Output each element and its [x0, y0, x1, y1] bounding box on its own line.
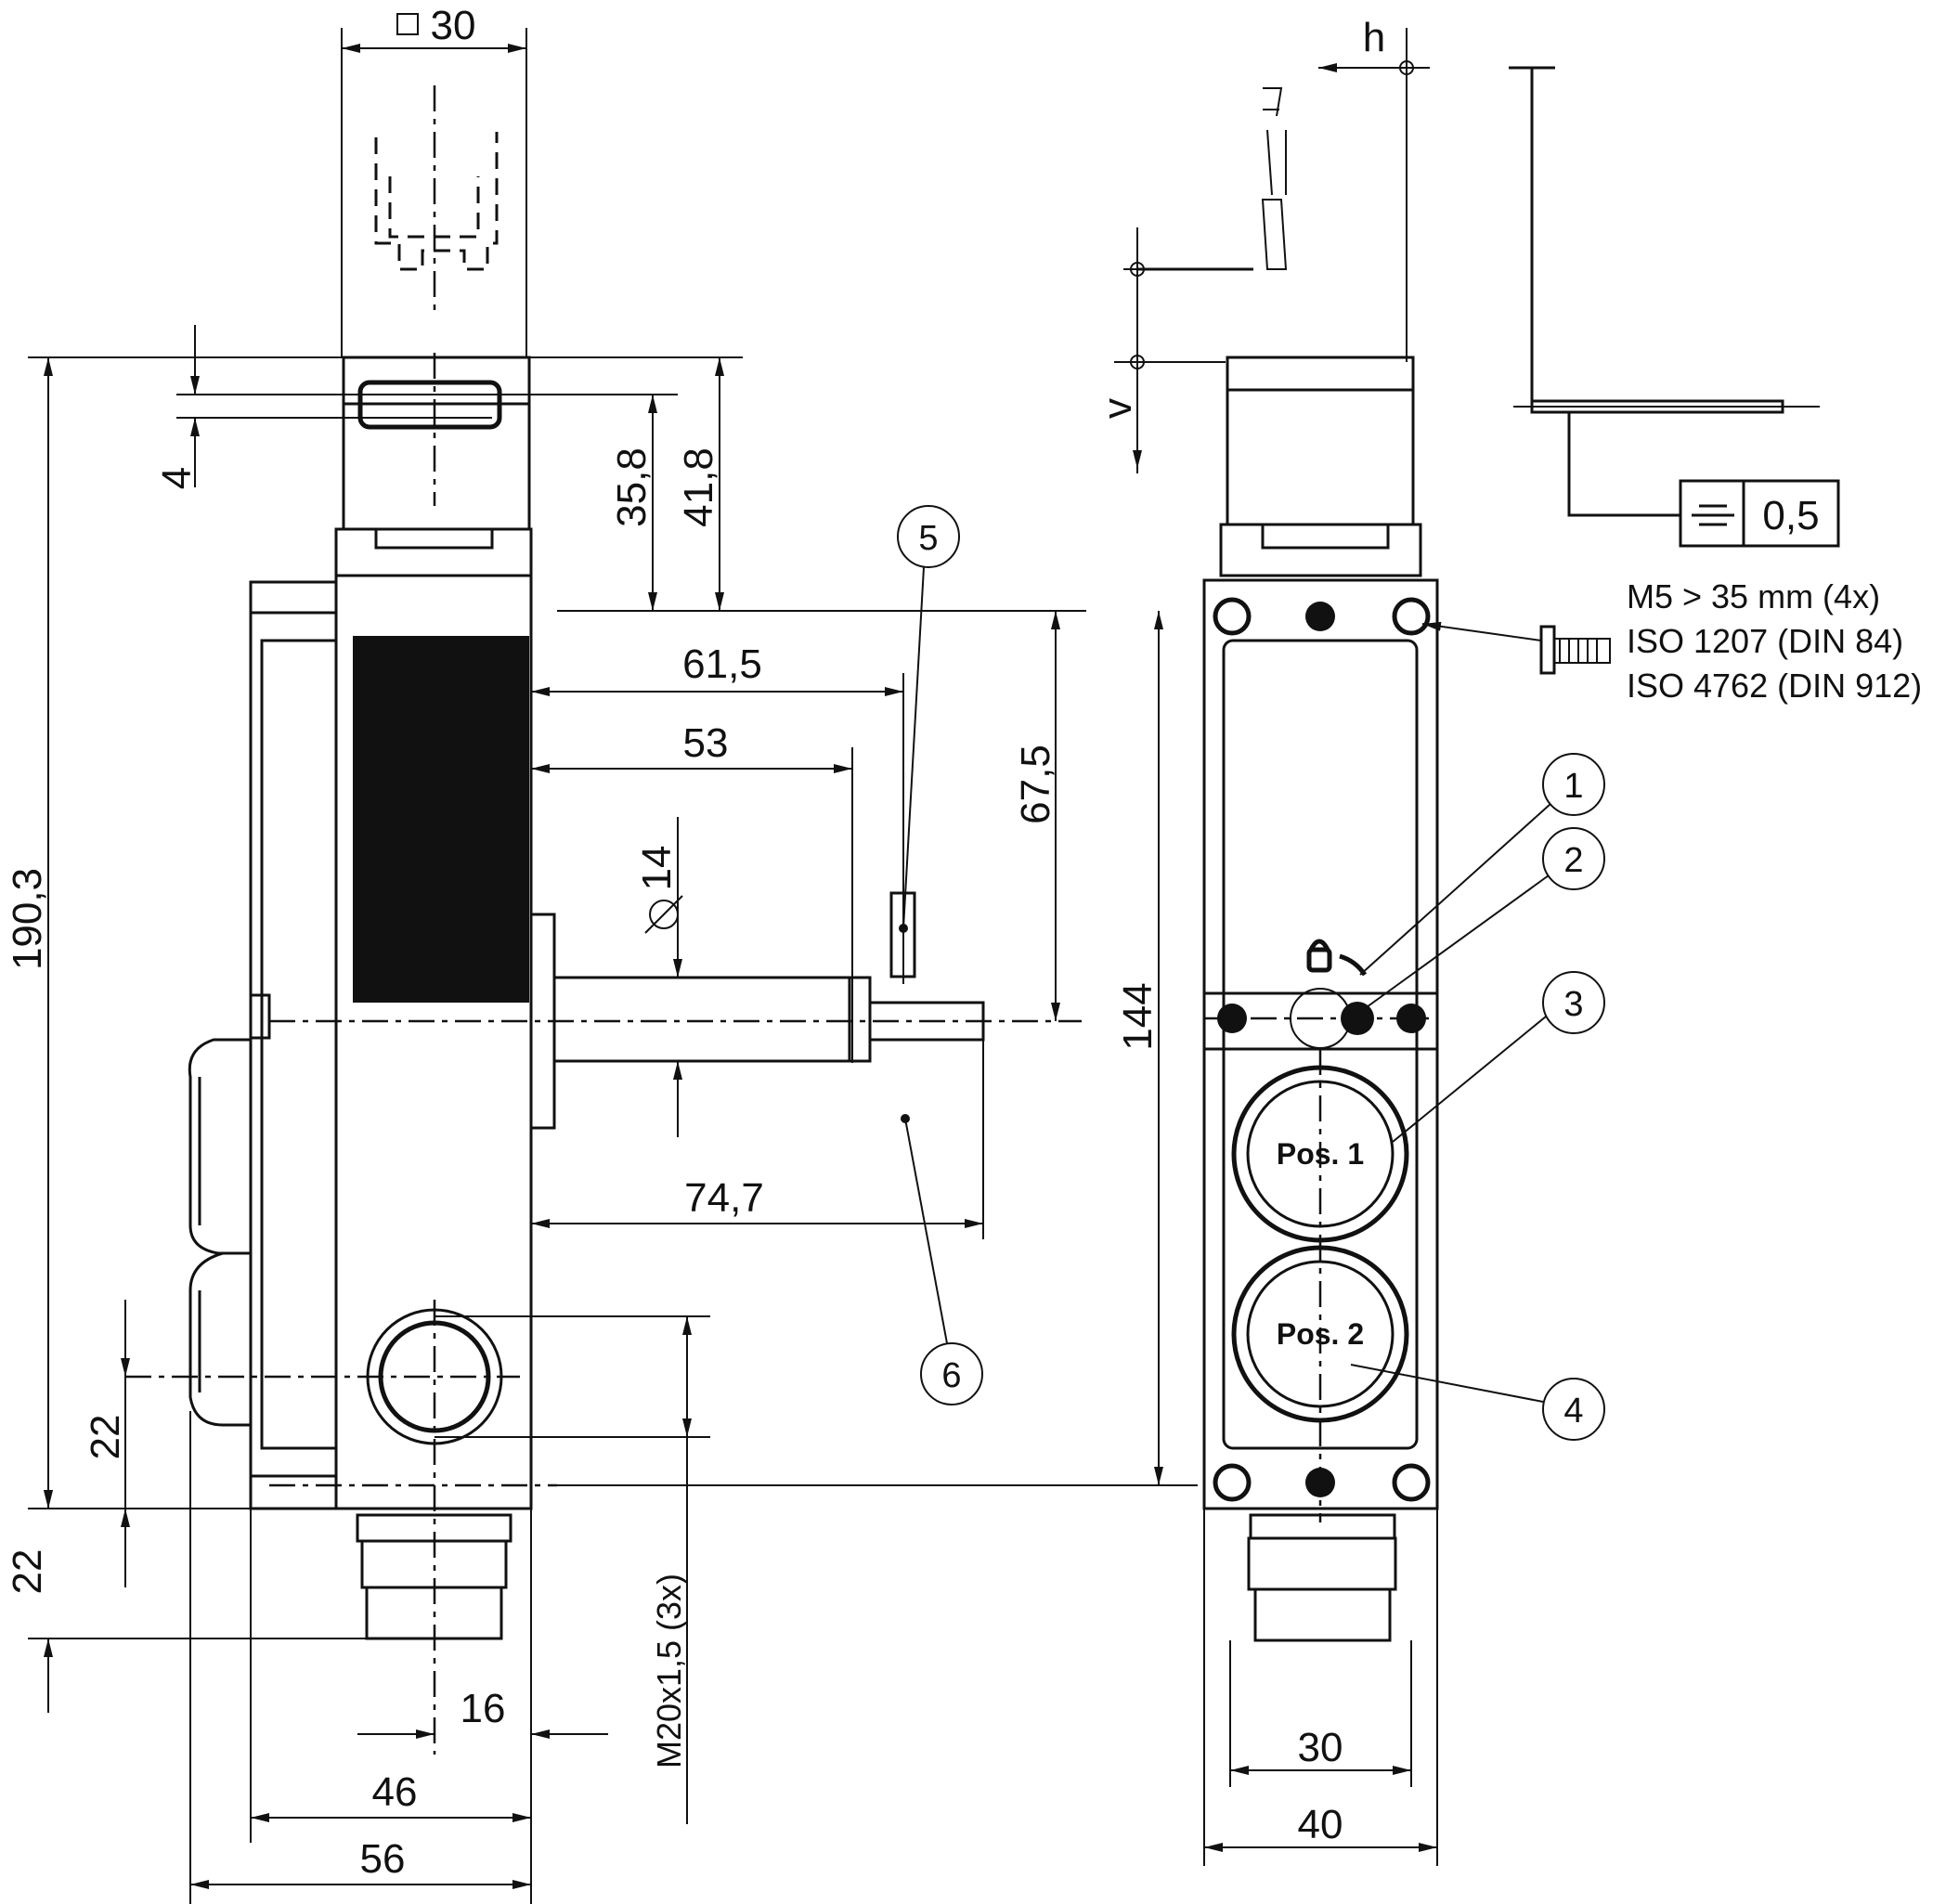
dim-61-5: 61,5	[682, 641, 762, 687]
dim-53: 53	[683, 720, 729, 766]
dim-thread: M20x1,5 (3x)	[650, 1574, 688, 1768]
dim-190-3: 190,3	[5, 868, 50, 970]
dim-67-5: 67,5	[1013, 745, 1058, 824]
dim-30-front: 30	[1298, 1725, 1343, 1770]
dim-144: 144	[1115, 982, 1161, 1050]
tolerance-value: 0,5	[1762, 493, 1819, 538]
callout-2: 2	[1563, 841, 1583, 880]
dim-16: 16	[461, 1686, 506, 1731]
dim-74-7: 74,7	[684, 1175, 764, 1221]
dim-22-lower: 22	[5, 1549, 50, 1595]
dim-square-30: 30	[431, 3, 476, 48]
callout-5: 5	[918, 519, 938, 558]
screw-note-line1: M5 > 35 mm (4x)	[1627, 577, 1880, 615]
dim-46: 46	[372, 1769, 418, 1815]
dim-35-8: 35,8	[609, 447, 655, 527]
button-pos2-label: Pos. 2	[1277, 1317, 1364, 1351]
dimension-lines: 30 4 35,8 41,8 190,3 61,5 53 67,5	[5, 3, 1438, 1904]
side-view	[125, 85, 1082, 1755]
screw-note-line2: ISO 1207 (DIN 84)	[1627, 622, 1903, 660]
dim-56: 56	[360, 1836, 406, 1882]
callout-1: 1	[1563, 767, 1583, 806]
front-view: Pos. 1 Pos. 2 0,5 M5 > 35 mm (4x) ISO 12…	[1137, 66, 1922, 1642]
callout-6: 6	[941, 1356, 961, 1395]
dim-4: 4	[154, 467, 200, 489]
dim-diameter-14: 14	[634, 846, 680, 891]
dim-v: v	[1095, 398, 1140, 419]
callouts: 5 6 1 2 3 4	[897, 505, 1605, 1441]
callout-3: 3	[1563, 985, 1583, 1024]
button-pos1-label: Pos. 1	[1277, 1137, 1364, 1171]
callout-4: 4	[1563, 1392, 1583, 1431]
dim-22-upper: 22	[83, 1415, 128, 1460]
dim-41-8: 41,8	[676, 447, 721, 527]
dim-40-front: 40	[1298, 1802, 1343, 1847]
dim-h: h	[1363, 15, 1385, 60]
screw-note-line3: ISO 4762 (DIN 912)	[1627, 667, 1922, 705]
